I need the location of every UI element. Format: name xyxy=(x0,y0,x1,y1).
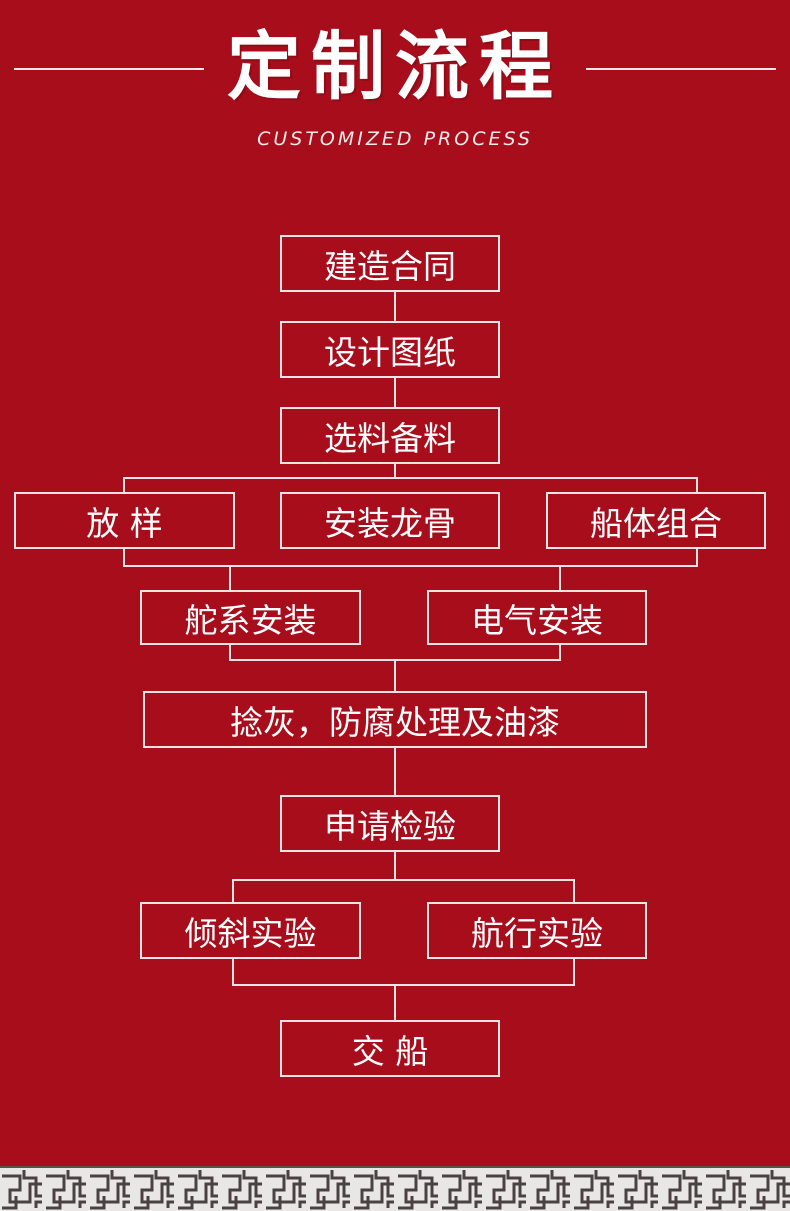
step-painting: 捻灰，防腐处理及油漆 xyxy=(143,691,647,748)
page-title: 定制流程 xyxy=(227,24,563,110)
connector-merge-tests xyxy=(232,958,575,986)
connector-merge-install xyxy=(229,644,561,661)
header: 定制流程 CUSTOMIZED PROCESS xyxy=(0,0,790,170)
step-lofting: 放 样 xyxy=(14,492,235,549)
lattice-pattern xyxy=(0,1168,790,1211)
step-rudder: 舵系安装 xyxy=(140,590,361,645)
step-incline-test: 倾斜实验 xyxy=(140,902,361,959)
step-sea-trial: 航行实验 xyxy=(427,902,647,959)
step-inspection: 申请检验 xyxy=(280,795,500,852)
step-materials: 选料备料 xyxy=(280,407,500,464)
step-hull: 船体组合 xyxy=(546,492,766,549)
title-divider-right xyxy=(586,68,776,70)
page-subtitle: CUSTOMIZED PROCESS xyxy=(257,128,533,150)
title-divider-left xyxy=(14,68,204,70)
step-design: 设计图纸 xyxy=(280,321,500,378)
step-keel: 安装龙骨 xyxy=(280,492,500,549)
connector-split-top xyxy=(123,477,698,492)
connector-split-tests xyxy=(232,879,575,902)
step-contract: 建造合同 xyxy=(280,235,500,292)
step-electrical: 电气安装 xyxy=(427,590,647,645)
decorative-lattice-border xyxy=(0,1166,790,1211)
step-delivery: 交 船 xyxy=(280,1020,500,1077)
connector-merge-bottom xyxy=(123,548,698,567)
